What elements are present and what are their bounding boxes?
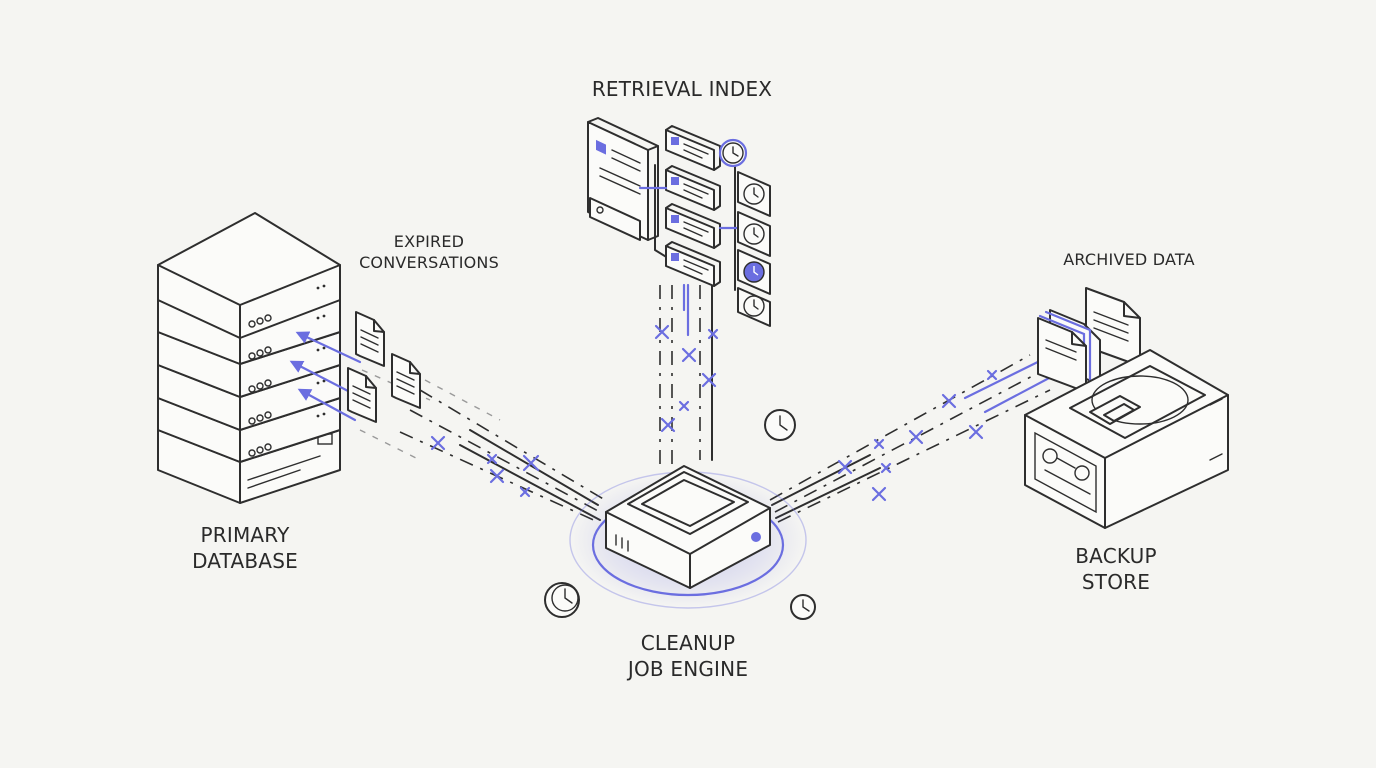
label-cleanup-job-engine: CLEANUP JOB ENGINE <box>598 630 778 682</box>
expired-document-icons <box>347 311 421 423</box>
clock-icon-left-lower <box>544 582 580 618</box>
link-index-engine <box>659 283 713 465</box>
label-backup-line2: STORE <box>1081 570 1151 594</box>
archived-document-icons <box>1037 287 1141 393</box>
label-primary-line1: PRIMARY <box>200 523 290 547</box>
cleanup-engine-icon <box>569 465 807 609</box>
clock-icon-right-upper <box>764 409 796 441</box>
label-retrieval-index: RETRIEVAL INDEX <box>591 77 773 101</box>
label-expired-line2: CONVERSATIONS <box>359 252 499 272</box>
label-expired-line1: EXPIRED <box>393 232 465 251</box>
label-cleanup-line2: JOB ENGINE <box>627 657 749 681</box>
link-engine-backup <box>769 350 1071 523</box>
clock-icon-right-lower <box>790 594 816 620</box>
label-backup-store: BACKUP STORE <box>1046 543 1186 595</box>
label-backup-line1: BACKUP <box>1075 544 1157 568</box>
label-archived-data: ARCHIVED DATA <box>1063 250 1195 269</box>
primary-database-icon <box>157 212 341 504</box>
link-database-engine <box>399 379 606 523</box>
label-cleanup-line1: CLEANUP <box>640 631 736 655</box>
backup-store-icon <box>1024 349 1229 529</box>
label-primary-database: PRIMARY DATABASE <box>170 522 320 574</box>
retrieval-index-icon <box>587 117 771 327</box>
label-expired-conversations: EXPIRED CONVERSATIONS <box>344 232 514 274</box>
label-primary-line2: DATABASE <box>192 549 298 573</box>
purge-markers <box>430 324 998 502</box>
